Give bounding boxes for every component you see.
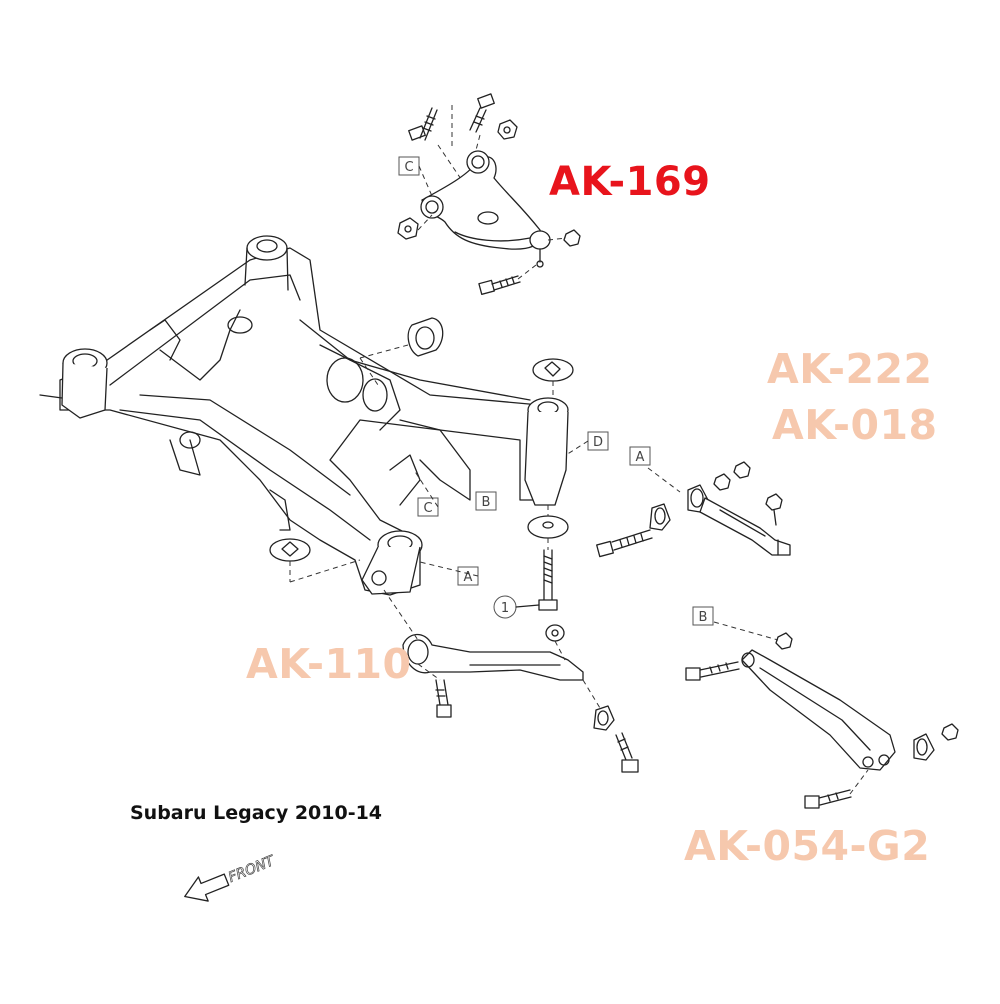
upper-control-arm-assembly — [397, 93, 581, 295]
upper-arm-bolt-right — [469, 93, 495, 133]
vehicle-title: Subaru Legacy 2010-14 — [130, 802, 383, 824]
callout-d-knuckle-text: D — [593, 435, 603, 450]
callout-a-subframe-text: A — [464, 570, 473, 585]
upper-arm-bolt-left — [408, 107, 438, 141]
callout-b-arm-text: B — [699, 610, 708, 625]
trailing-lower-arm — [383, 589, 639, 773]
callout-a-subframe: A — [457, 566, 479, 586]
callout-c-upper-text: C — [404, 160, 413, 175]
mount-plate-upper — [532, 358, 574, 398]
callout-d-knuckle: D — [587, 431, 609, 451]
lateral-link-assembly — [596, 461, 791, 558]
callout-b-subframe: B — [475, 491, 497, 511]
part-label-ak-110: AK-110 — [246, 640, 412, 688]
front-label: FRONT — [226, 853, 278, 886]
callout-c-lower-text: C — [423, 501, 432, 516]
rear-subframe — [39, 235, 569, 596]
callout-b-arm: B — [692, 606, 714, 626]
part-label-ak-018: AK-018 — [772, 401, 938, 449]
subframe-bushing-insert — [359, 317, 444, 389]
callout-a-link-text: A — [636, 450, 645, 465]
rear-lower-control-arm — [685, 621, 959, 809]
callout-c-upper: C — [398, 156, 420, 176]
upper-arm-lower-bolt — [478, 264, 537, 295]
mount-plate-left — [269, 538, 361, 583]
callout-c-lower: C — [417, 497, 439, 517]
part-label-ak-222: AK-222 — [767, 345, 933, 393]
part-label-ak-169: AK-169 — [549, 159, 711, 205]
callout-a-link: A — [629, 446, 651, 466]
callout-b-subframe-text: B — [482, 495, 491, 510]
front-direction-arrow: FRONT — [184, 852, 278, 902]
part-label-ak-054-g2: AK-054-G2 — [684, 822, 931, 870]
callout-1: 1 — [493, 595, 540, 619]
callout-1-text: 1 — [501, 601, 509, 616]
subframe-mount-bolt — [527, 505, 569, 611]
